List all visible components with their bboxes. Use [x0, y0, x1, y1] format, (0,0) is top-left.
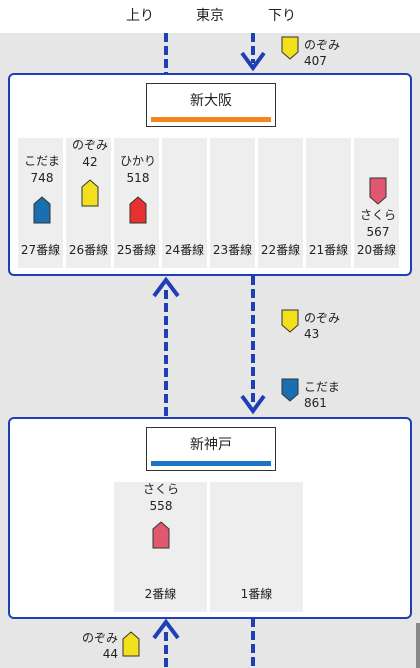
- kodama-train-icon[interactable]: [281, 378, 299, 402]
- train-name: のぞみ: [71, 138, 108, 152]
- train-name: のぞみ: [304, 38, 341, 52]
- down-direction-label: 下り: [268, 8, 296, 24]
- train-name: さくら: [359, 208, 396, 222]
- train-name: のぞみ: [82, 631, 119, 645]
- train-nozomi-43[interactable]: のぞみ 43: [304, 310, 340, 342]
- train-nozomi-407[interactable]: のぞみ 407: [304, 37, 340, 69]
- train-number: 42: [82, 155, 98, 169]
- platform-label: 1番線: [240, 587, 273, 601]
- platform-label: 27番線: [20, 243, 61, 257]
- scrollbar[interactable]: [416, 623, 420, 668]
- hikari-train-icon[interactable]: [129, 196, 147, 224]
- train-name: こだま: [24, 154, 60, 168]
- platform-label: 25番線: [116, 243, 157, 257]
- platform-label: 24番線: [164, 243, 205, 257]
- up-track-segment: [164, 33, 168, 75]
- train-number: 558: [149, 499, 173, 513]
- platform-label: 22番線: [260, 243, 301, 257]
- platform-1: 1番線: [210, 482, 303, 612]
- station-name-box: 新神戸: [146, 427, 276, 471]
- train-number: 407: [304, 54, 327, 68]
- station-name: 新神戸: [190, 437, 232, 453]
- station-name: 新大阪: [190, 93, 232, 109]
- train-sakura-558[interactable]: さくら 558: [131, 481, 191, 515]
- platform-label: 20番線: [356, 243, 397, 257]
- nozomi-train-icon[interactable]: [122, 631, 140, 657]
- train-nozomi-42[interactable]: のぞみ 42: [60, 137, 120, 171]
- platform-label: 2番線: [144, 587, 177, 601]
- line-color-stripe: [151, 461, 271, 466]
- train-name: のぞみ: [304, 311, 341, 325]
- line-color-stripe: [151, 117, 271, 122]
- nozomi-train-icon[interactable]: [281, 309, 299, 333]
- up-direction-label: 上り: [126, 8, 154, 24]
- kodama-train-icon[interactable]: [33, 196, 51, 224]
- train-number: 43: [304, 327, 320, 341]
- down-track-segment: [251, 618, 255, 668]
- platform-22: 22番線: [258, 138, 303, 268]
- train-hikari-518[interactable]: ひかり 518: [108, 153, 168, 187]
- train-number: 748: [30, 171, 54, 185]
- train-kodama-861[interactable]: こだま 861: [304, 379, 340, 411]
- platform-label: 26番線: [68, 243, 109, 257]
- platform-24: 24番線: [162, 138, 207, 268]
- station-shinosaka: 新大阪 27番線 26番線 25番線 24番線 23番線 22番線 21番線 2…: [8, 73, 412, 276]
- platform-21: 21番線: [306, 138, 351, 268]
- nozomi-train-icon[interactable]: [281, 36, 299, 60]
- down-track-segment: [251, 276, 255, 404]
- platform-25: 25番線: [114, 138, 159, 268]
- train-sakura-567[interactable]: さくら 567: [348, 207, 408, 241]
- platform-label: 21番線: [308, 243, 349, 257]
- sakura-train-icon[interactable]: [369, 177, 387, 205]
- station-shinkobe: 新神戸 2番線 1番線: [8, 417, 412, 619]
- sakura-train-icon[interactable]: [152, 521, 170, 549]
- down-arrow-icon: [240, 394, 266, 415]
- train-name: さくら: [142, 482, 179, 496]
- down-track-segment: [251, 33, 255, 63]
- up-track-segment: [164, 632, 168, 668]
- train-name: こだま: [304, 380, 340, 394]
- up-arrow-icon: [152, 618, 180, 640]
- up-arrow-icon: [152, 276, 180, 298]
- train-number: 44: [102, 647, 119, 661]
- train-nozomi-44[interactable]: のぞみ 44: [82, 630, 118, 662]
- origin-station-label: 東京: [196, 8, 224, 24]
- train-number: 861: [304, 396, 327, 410]
- platform-label: 23番線: [212, 243, 253, 257]
- train-name: ひかり: [119, 154, 156, 168]
- up-track-segment: [164, 290, 168, 418]
- nozomi-train-icon[interactable]: [81, 179, 99, 207]
- train-number: 567: [366, 225, 390, 239]
- down-arrow-icon: [240, 51, 266, 72]
- train-number: 518: [126, 171, 150, 185]
- platform-23: 23番線: [210, 138, 255, 268]
- station-name-box: 新大阪: [146, 83, 276, 127]
- train-kodama-748[interactable]: こだま 748: [12, 153, 72, 187]
- header: 上り 東京 下り: [0, 0, 420, 33]
